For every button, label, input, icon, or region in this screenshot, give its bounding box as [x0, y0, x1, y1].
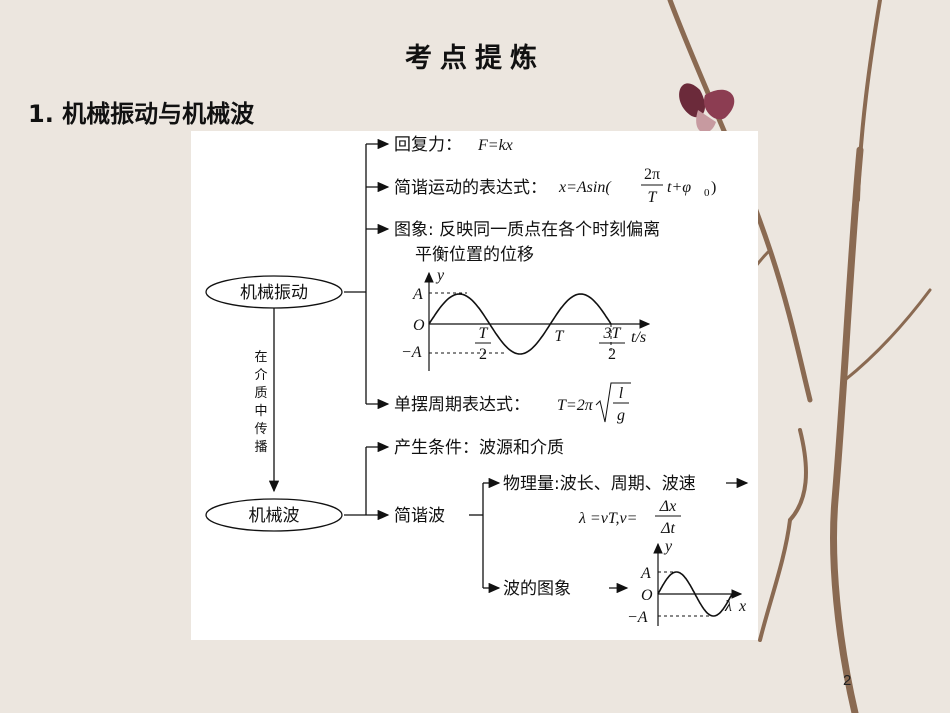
svg-text:x=Asin(: x=Asin(: [558, 179, 612, 196]
svg-text:0: 0: [704, 187, 710, 199]
propagation-char: 播: [254, 440, 267, 455]
node-vibration-ellipse: [205, 275, 343, 309]
graph-description-line1: 图象: 反映同一质点在各个时刻偏离: [394, 220, 660, 240]
svg-text:2π: 2π: [644, 166, 660, 183]
wave-amp-neg-label: −A: [627, 609, 648, 626]
pendulum-period-label: 单摆周期表达式：: [394, 395, 530, 415]
concept-map: 机械振动 机械波 在 介 质 中 传 播 回复力： F=kx 简谐运动的表达式：…: [191, 131, 758, 640]
svg-text:Δx: Δx: [659, 498, 677, 515]
svg-text:): ): [711, 179, 716, 196]
restoring-force-formula: F=kx: [477, 137, 513, 154]
svg-text:t+φ: t+φ: [667, 179, 691, 196]
vibration-x-axis-label: t/s: [631, 329, 646, 346]
svg-text:l: l: [619, 385, 624, 402]
wave-conditions: 产生条件：波源和介质: [394, 438, 564, 458]
vibration-tick-half-num: T: [479, 325, 489, 342]
vibration-tick-three-half-num: 3T: [603, 325, 622, 342]
wave-lambda-label: λ: [724, 598, 732, 615]
propagation-char: 在: [254, 350, 267, 365]
wave-y-axis-label: y: [663, 538, 673, 555]
vibration-sine-curve: [428, 293, 612, 355]
propagation-char: 传: [254, 422, 267, 437]
vibration-origin-label: O: [413, 317, 425, 334]
vibration-graph: y A O −A T 2 T 3T 2 t/s: [401, 267, 651, 371]
vibration-y-axis-label: y: [435, 267, 445, 284]
propagation-char: 介: [254, 368, 267, 383]
wave-quantities-label: 物理量:波长、周期、波速: [503, 474, 696, 494]
vibration-amp-pos-label: A: [412, 286, 423, 303]
svg-text:g: g: [617, 407, 625, 424]
propagation-char: 质: [254, 386, 267, 401]
page-number: 2: [843, 672, 852, 689]
wave-origin-label: O: [641, 587, 653, 604]
wave-graph-label: 波的图象: [503, 579, 571, 599]
flower-decoration: [679, 83, 735, 133]
node-wave: 机械波: [249, 506, 300, 526]
wave-x-axis-label: x: [738, 598, 746, 615]
wave-sine-curve: [657, 571, 733, 617]
node-vibration: 机械振动: [240, 283, 308, 303]
graph-description-line2: 平衡位置的位移: [415, 245, 534, 265]
svg-text:λ =vT,v=: λ =vT,v=: [578, 510, 637, 527]
section-heading: 1. 机械振动与机械波: [28, 100, 255, 128]
pendulum-period-formula: T=2π l g: [557, 382, 631, 424]
propagation-char: 中: [254, 404, 267, 419]
svg-text:Δt: Δt: [660, 520, 675, 537]
wave-speed-formula: λ =vT,v= Δx Δt: [578, 498, 681, 537]
wave-graph: y A O −A λ x: [627, 538, 746, 626]
vibration-tick-half-den: 2: [479, 346, 487, 363]
svg-text:T: T: [648, 189, 658, 206]
shm-expression-formula: x=Asin( 2π T t+φ 0 ): [558, 166, 716, 206]
vibration-amp-neg-label: −A: [401, 344, 422, 361]
simple-harmonic-wave-label: 简谐波: [394, 506, 445, 526]
page-title: 考点提炼: [405, 43, 545, 74]
restoring-force-label: 回复力：: [394, 135, 462, 155]
svg-text:T=2π: T=2π: [557, 397, 594, 414]
node-wave-ellipse: [205, 498, 343, 532]
shm-expression-label: 简谐运动的表达式：: [394, 178, 547, 198]
wave-amp-pos-label: A: [640, 565, 651, 582]
vibration-tick-three-half-den: 2: [608, 346, 616, 363]
vibration-tick-full: T: [555, 328, 565, 345]
